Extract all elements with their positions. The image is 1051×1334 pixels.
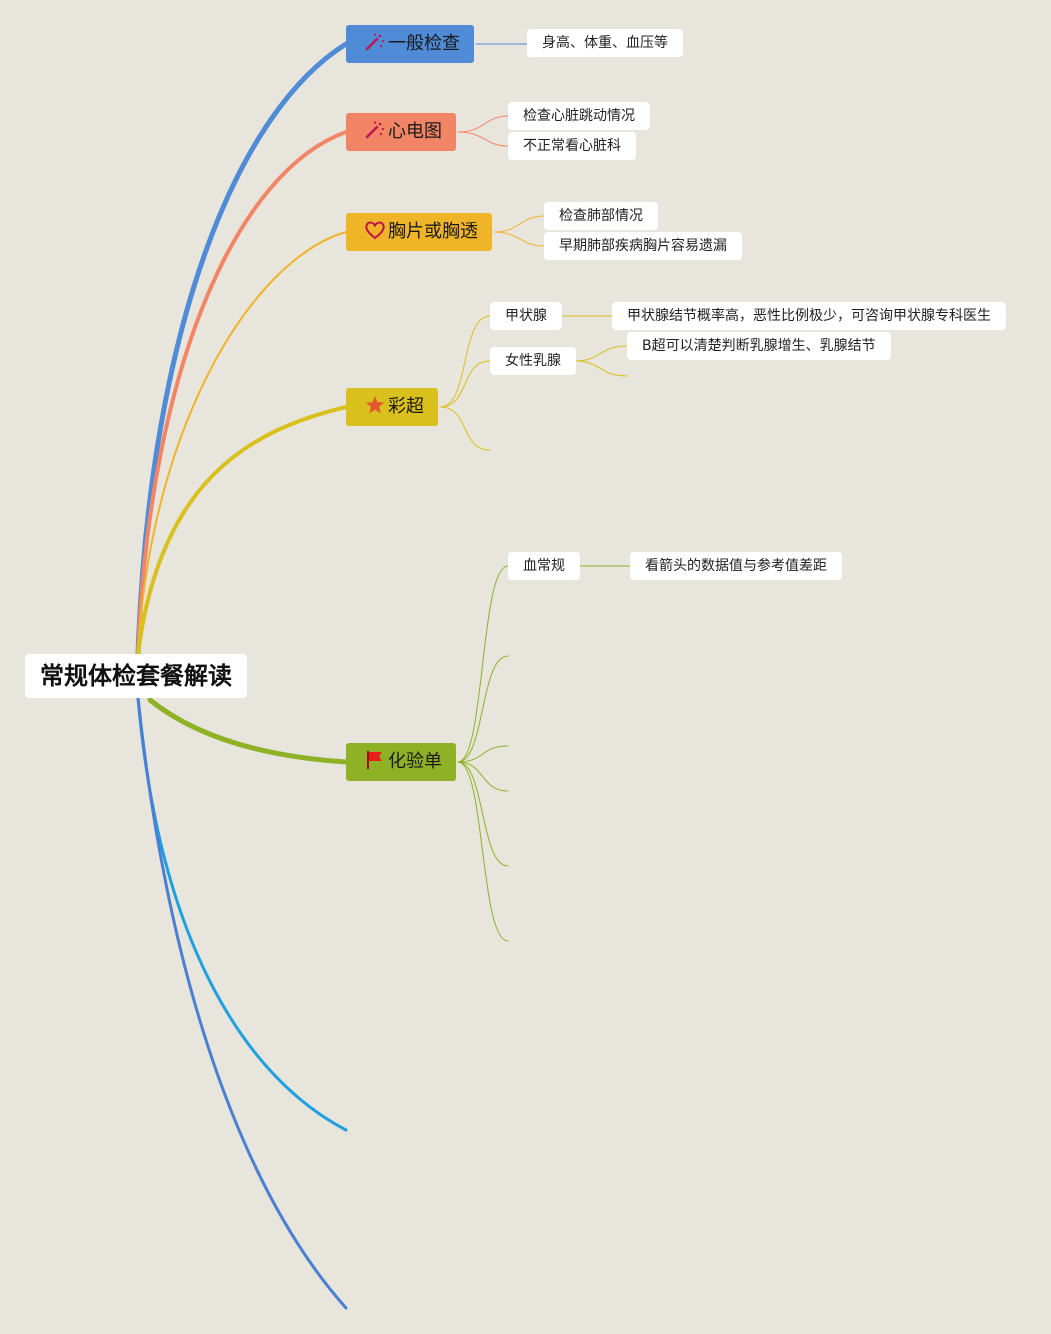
subtopic-breast[interactable]: 女性乳腺 bbox=[490, 347, 576, 375]
branch-link-empty-1 bbox=[136, 696, 348, 1132]
branch-chest-label: 胸片或胸透 bbox=[388, 221, 478, 242]
detail-chest-1[interactable]: 早期肺部疾病胸片容易遗漏 bbox=[544, 232, 742, 260]
detail-thyroid-0[interactable]: 甲状腺结节概率高，恶性比例极少，可咨询甲状腺专科医生 bbox=[612, 302, 1006, 330]
branch-link-lab bbox=[147, 697, 349, 765]
heart-icon bbox=[365, 221, 385, 240]
branch-ultrasound-label: 彩超 bbox=[388, 396, 424, 417]
detail-breast-0[interactable]: B超可以清楚判断乳腺增生、乳腺结节 bbox=[627, 332, 891, 360]
branch-link-ultrasound bbox=[136, 405, 348, 656]
magic-wand-icon bbox=[365, 121, 385, 139]
branch-link-empty-2 bbox=[136, 696, 348, 1310]
branch-general[interactable]: 一般检查 bbox=[346, 25, 474, 63]
root-title: 常规体检套餐解读 bbox=[40, 662, 232, 690]
branch-general-label: 一般检查 bbox=[388, 33, 460, 54]
branch-ecg[interactable]: 心电图 bbox=[346, 113, 456, 151]
detail-ecg-1[interactable]: 不正常看心脏科 bbox=[508, 132, 636, 160]
detail-ecg-0[interactable]: 检查心脏跳动情况 bbox=[508, 102, 650, 130]
branch-chest[interactable]: 胸片或胸透 bbox=[346, 213, 492, 251]
detail-chest-0[interactable]: 检查肺部情况 bbox=[544, 202, 658, 230]
detail-blood-routine-0[interactable]: 看箭头的数据值与参考值差距 bbox=[630, 552, 842, 580]
branch-lab-label: 化验单 bbox=[388, 751, 442, 772]
branch-link-chest bbox=[137, 231, 347, 655]
branch-link-general bbox=[135, 41, 349, 657]
star-icon bbox=[365, 396, 385, 414]
detail-general-0[interactable]: 身高、体重、血压等 bbox=[527, 29, 683, 57]
root-node[interactable]: 常规体检套餐解读 bbox=[25, 654, 247, 698]
branch-ecg-label: 心电图 bbox=[388, 121, 442, 142]
branch-ultrasound[interactable]: 彩超 bbox=[346, 388, 438, 426]
magic-wand-icon bbox=[365, 33, 385, 51]
subtopic-thyroid[interactable]: 甲状腺 bbox=[490, 302, 562, 330]
flag-icon bbox=[367, 751, 382, 769]
branch-lab[interactable]: 化验单 bbox=[346, 743, 456, 781]
subtopic-blood-routine[interactable]: 血常规 bbox=[508, 552, 580, 580]
branch-link-ecg bbox=[136, 130, 348, 656]
